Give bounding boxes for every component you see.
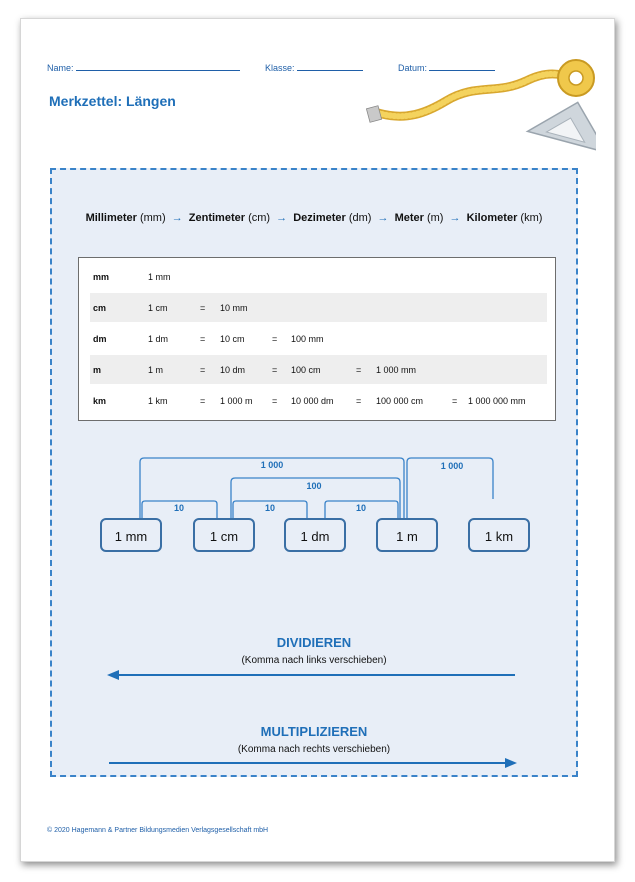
- sequence-unit: (dm): [348, 212, 372, 224]
- equals-sign: =: [356, 396, 362, 406]
- date-label: Datum:: [398, 63, 428, 73]
- factor-label: 1 000: [261, 460, 284, 470]
- arrow-right-icon: →: [171, 212, 183, 224]
- name-label: Name:: [47, 63, 74, 73]
- measuring-tools-illustration: [366, 59, 596, 154]
- date-line: [429, 61, 496, 71]
- unit-box-dm: 1 dm: [284, 518, 346, 552]
- multiply-title: MULTIPLIZIEREN: [260, 724, 368, 739]
- page-title: Merkzettel: Längen: [49, 93, 176, 109]
- factor-brackets: 10 10 10 100 1 000 1 000: [139, 457, 494, 521]
- set-square-icon: [525, 101, 596, 154]
- row-unit: cm: [93, 303, 107, 313]
- divide-title: DIVIDIEREN: [276, 635, 352, 650]
- row-unit: km: [93, 396, 107, 406]
- sequence-name: Dezimeter: [293, 212, 346, 224]
- class-field[interactable]: Klasse:: [265, 61, 363, 73]
- table-row: mm 1 mm: [90, 262, 547, 291]
- unit-box-cm: 1 cm: [193, 518, 255, 552]
- name-field[interactable]: Name:: [47, 61, 240, 73]
- unit-sequence: Millimeter (mm) → Zentimeter (cm) → Dezi…: [52, 212, 576, 224]
- table-cell: 1 mm: [148, 272, 171, 282]
- copyright-footer: © 2020 Hagemann & Partner Bildungsmedien…: [47, 827, 269, 834]
- table-cell: 1 cm: [148, 303, 168, 313]
- table-cell: 10 000 dm: [291, 396, 334, 406]
- sequence-unit: (cm): [248, 212, 271, 224]
- info-panel: Millimeter (mm) → Zentimeter (cm) → Dezi…: [50, 168, 578, 777]
- equals-sign: =: [272, 334, 278, 344]
- conversion-table: mm 1 mm cm 1 cm = 10 mm dm 1 dm = 10 cm …: [78, 257, 556, 421]
- equals-sign: =: [200, 303, 206, 313]
- sequence-name: Kilometer: [466, 212, 518, 224]
- table-cell: 1 000 m: [220, 396, 253, 406]
- table-cell: 1 m: [148, 365, 164, 375]
- arrow-right-icon: →: [377, 212, 389, 224]
- table-row: cm 1 cm = 10 mm: [90, 293, 547, 322]
- sequence-name: Millimeter: [85, 212, 137, 224]
- table-cell: 10 mm: [220, 303, 248, 313]
- factor-label: 100: [306, 481, 321, 491]
- sequence-unit: (km): [520, 212, 543, 224]
- worksheet-page: Name: Klasse: Datum: Merkzettel: Längen …: [20, 18, 615, 862]
- row-unit: dm: [93, 334, 107, 344]
- divide-subtitle: (Komma nach links verschieben): [241, 655, 387, 666]
- name-line: [75, 61, 240, 71]
- equals-sign: =: [200, 334, 206, 344]
- equals-sign: =: [272, 396, 278, 406]
- unit-box-m: 1 m: [376, 518, 438, 552]
- table-cell: 100 mm: [291, 334, 324, 344]
- unit-box-mm: 1 mm: [100, 518, 162, 552]
- factor-label: 10: [356, 503, 366, 513]
- table-cell: 100 000 cm: [376, 396, 424, 406]
- equals-sign: =: [200, 396, 206, 406]
- equals-sign: =: [356, 365, 362, 375]
- class-label: Klasse:: [265, 63, 295, 73]
- table-cell: 10 cm: [220, 334, 245, 344]
- sequence-unit: (m): [426, 212, 444, 224]
- multiply-subtitle: (Komma nach rechts verschieben): [237, 744, 391, 755]
- table-cell: 1 000 mm: [376, 365, 417, 375]
- sequence-name: Zentimeter: [188, 212, 246, 224]
- factor-label: 10: [174, 503, 184, 513]
- row-unit: mm: [93, 272, 110, 282]
- equals-sign: =: [272, 365, 278, 375]
- factor-label: 10: [265, 503, 275, 513]
- arrow-right-icon: →: [449, 212, 461, 224]
- arrow-right-icon: [109, 758, 517, 768]
- table-row: dm 1 dm = 10 cm = 100 mm: [90, 324, 547, 353]
- table-row: m 1 m = 10 dm = 100 cm = 1 000 mm: [90, 355, 547, 384]
- table-cell: 1 000 000 mm: [468, 396, 526, 406]
- factor-label: 1 000: [441, 461, 464, 471]
- equals-sign: =: [452, 396, 458, 406]
- unit-box-km: 1 km: [468, 518, 530, 552]
- sequence-unit: (mm): [139, 212, 166, 224]
- table-cell: 10 dm: [220, 365, 246, 375]
- date-field[interactable]: Datum:: [398, 61, 496, 73]
- sequence-name: Meter: [394, 212, 424, 224]
- row-unit: m: [93, 365, 102, 375]
- class-line: [296, 61, 363, 71]
- tape-measure-icon: [366, 59, 595, 123]
- equals-sign: =: [200, 365, 206, 375]
- table-cell: 1 dm: [148, 334, 169, 344]
- table-cell: 1 km: [148, 396, 168, 406]
- arrow-left-icon: [107, 670, 515, 680]
- arrow-right-icon: →: [276, 212, 288, 224]
- table-cell: 100 cm: [291, 365, 321, 375]
- unit-relation-diagram: 10 10 10 100 1 000 1 000 1 mm 1 cm 1 dm …: [52, 452, 576, 562]
- table-row: km 1 km = 1 000 m = 10 000 dm = 100 000 …: [90, 386, 547, 415]
